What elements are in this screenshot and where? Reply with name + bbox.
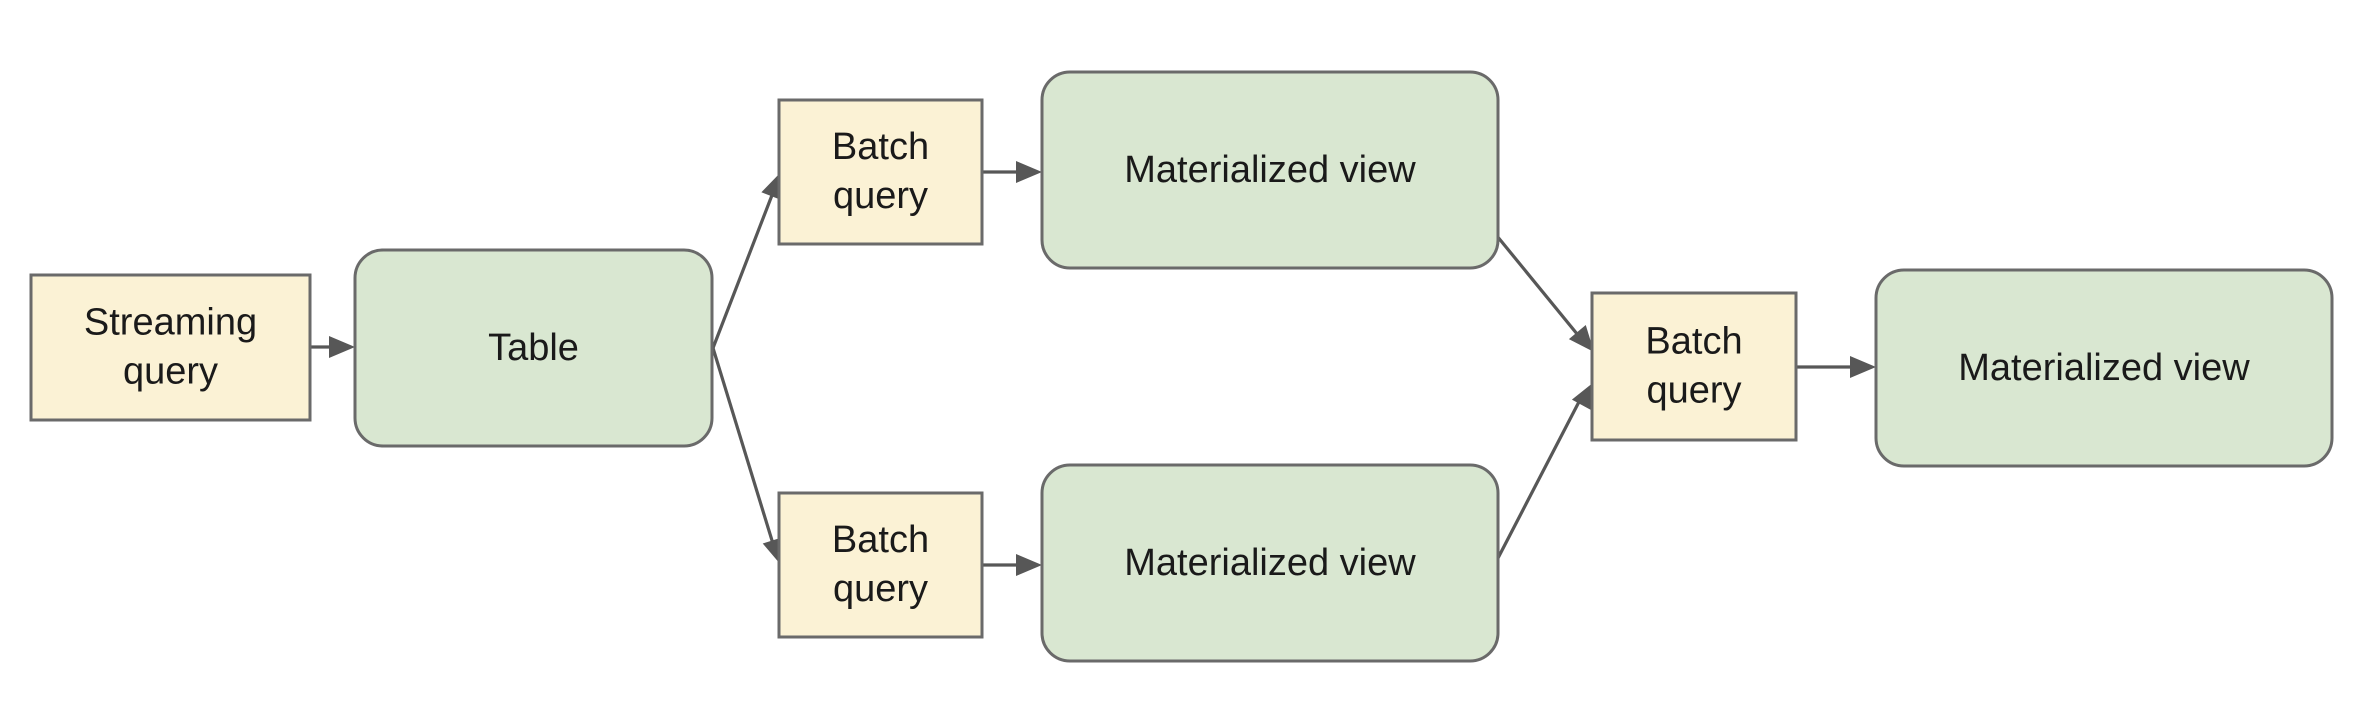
- connector-line: [711, 347, 776, 548]
- arrowhead: [761, 172, 782, 201]
- node-label: Materialized view: [1124, 542, 1416, 584]
- edge-table-to-batch-top: [711, 172, 782, 349]
- node-materialized-view-final[interactable]: Materialized view: [1874, 268, 2334, 468]
- arrowhead: [1568, 324, 1594, 352]
- arrowhead: [329, 336, 355, 358]
- rounded-box-shape[interactable]: [353, 248, 714, 448]
- rounded-box-shape[interactable]: [1874, 268, 2334, 468]
- node-label: Materialized view: [1958, 347, 2250, 389]
- node-label-line2: query: [1646, 370, 1741, 412]
- node-label-line2: query: [833, 568, 928, 610]
- rounded-box-shape[interactable]: [1040, 70, 1500, 270]
- node-batch-query-bottom[interactable]: Batch query: [777, 491, 984, 639]
- connector-line: [1495, 395, 1584, 561]
- box-shape[interactable]: [777, 98, 984, 246]
- box-shape[interactable]: [777, 491, 984, 639]
- edge-view-bottom-to-batch-join: [1495, 382, 1594, 561]
- edge-batch-bottom-to-view-bottom: [982, 554, 1042, 576]
- box-shape[interactable]: [1590, 291, 1798, 442]
- edge-view-top-to-batch-join: [1495, 234, 1594, 352]
- node-layer: StreamingqueryTableBatchqueryMaterialize…: [29, 70, 2334, 663]
- node-label-line1: Streaming: [84, 302, 257, 344]
- node-table[interactable]: Table: [353, 248, 714, 448]
- arrowhead: [1016, 161, 1042, 183]
- node-label-line1: Batch: [832, 519, 929, 561]
- edge-layer: [310, 161, 1876, 576]
- connector-line: [711, 189, 776, 349]
- node-label-line1: Batch: [832, 126, 929, 168]
- arrowhead: [1850, 356, 1876, 378]
- node-materialized-view-top[interactable]: Materialized view: [1040, 70, 1500, 270]
- arrowhead: [1571, 382, 1594, 411]
- connector-line: [1495, 234, 1584, 342]
- node-label: Table: [488, 327, 579, 369]
- arrowhead: [1016, 554, 1042, 576]
- node-streaming-query[interactable]: Streaming query: [29, 273, 312, 422]
- node-materialized-view-bottom[interactable]: Materialized view: [1040, 463, 1500, 663]
- edge-streaming-to-table: [310, 336, 355, 358]
- node-batch-query-top[interactable]: Batch query: [777, 98, 984, 246]
- node-batch-query-join[interactable]: Batch query: [1590, 291, 1798, 442]
- node-label-line2: query: [833, 175, 928, 217]
- box-shape[interactable]: [29, 273, 312, 422]
- node-label-line2: query: [123, 351, 218, 393]
- node-label: Materialized view: [1124, 149, 1416, 191]
- edge-batch-top-to-view-top: [982, 161, 1042, 183]
- edge-batch-join-to-view-final: [1796, 356, 1876, 378]
- node-label-line1: Batch: [1645, 321, 1742, 363]
- rounded-box-shape[interactable]: [1040, 463, 1500, 663]
